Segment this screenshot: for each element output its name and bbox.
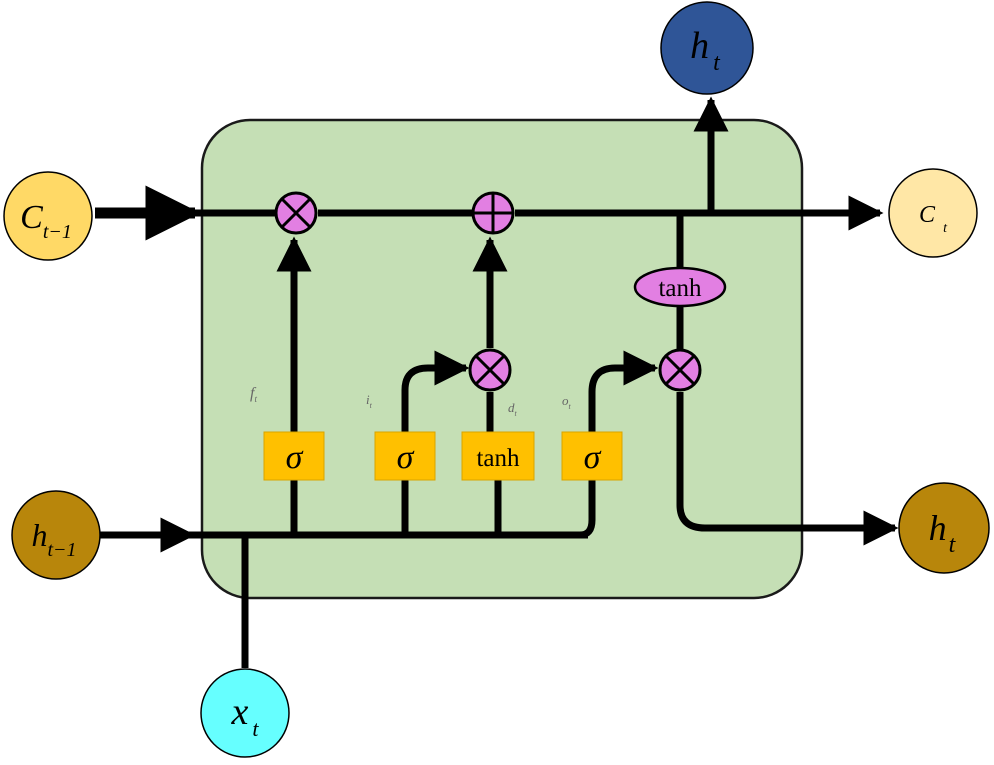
output-gate-symbol: σ xyxy=(584,439,602,476)
cell-tanh-op: tanh xyxy=(633,266,727,308)
svg-text:ht: ht xyxy=(929,508,957,558)
h-next-node: ht xyxy=(898,482,990,574)
input-gate-label: it xyxy=(366,392,373,410)
h-prev-node: ht−1 xyxy=(11,490,101,580)
output-gate-label: ot xyxy=(562,393,572,411)
forget-gate-label: ft xyxy=(250,385,257,404)
forget-gate-symbol: σ xyxy=(286,439,304,476)
candidate-gate-label: dt xyxy=(508,400,518,418)
c-prev-node: Ct−1 xyxy=(3,171,93,261)
svg-text:ht: ht xyxy=(690,25,721,76)
input-gate: σ xyxy=(374,431,436,481)
wires xyxy=(95,96,899,668)
mul-forget-op xyxy=(274,191,318,235)
cell-tanh-label: tanh xyxy=(658,275,702,302)
mul-input-op xyxy=(468,348,512,392)
forget-gate: σ xyxy=(263,431,325,481)
mul-output-op xyxy=(658,348,702,392)
output-gate: σ xyxy=(561,431,623,481)
candidate-gate: tanh xyxy=(461,431,535,481)
svg-text:Ct: Ct xyxy=(919,202,948,236)
add-cell-op xyxy=(471,191,515,235)
input-gate-symbol: σ xyxy=(397,439,415,476)
candidate-gate-symbol: tanh xyxy=(476,445,520,472)
svg-text:xt: xt xyxy=(231,691,260,741)
c-next-node: Ct xyxy=(888,168,978,258)
svg-text:ht−1: ht−1 xyxy=(31,517,76,561)
svg-text:Ct−1: Ct−1 xyxy=(20,199,72,243)
